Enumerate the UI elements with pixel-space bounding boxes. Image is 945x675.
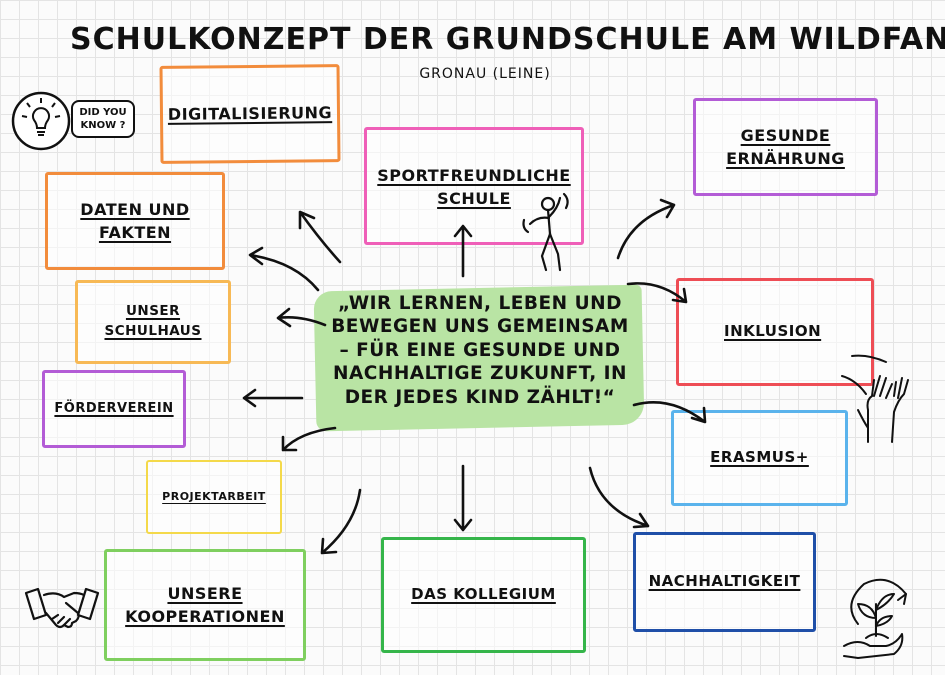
lightbulb-icon [11, 91, 71, 151]
topic-erasmus[interactable]: Erasmus+ [671, 410, 848, 506]
did-you-know-line2: know ? [80, 120, 126, 131]
center-line2: bewegen uns gemeinsam [331, 316, 629, 338]
arrow-to-nachhaltigkeit [588, 466, 650, 529]
topic-gesunde-ernaehrung[interactable]: Gesunde Ernährung [693, 98, 878, 196]
center-line3: – für eine gesunde und [339, 339, 621, 361]
topic-sport-line2: Schule [437, 189, 511, 209]
topic-projektarbeit[interactable]: Projektarbeit [146, 460, 282, 534]
topic-nachhaltigkeit-label: Nachhaltigkeit [648, 572, 801, 591]
topic-nachhaltigkeit[interactable]: Nachhaltigkeit [633, 532, 816, 632]
topic-inklusion-label: Inklusion [724, 322, 822, 341]
arrow-to-kooperationen [320, 488, 362, 555]
center-line1: „Wir lernen, leben und [338, 293, 622, 314]
topic-schulhaus-line2: Schulhaus [104, 323, 202, 339]
center-statement: „Wir lernen, leben und bewegen uns gemei… [330, 292, 630, 409]
topic-kooperationen-line1: Unsere [167, 583, 243, 603]
topic-unser-schulhaus[interactable]: Unser Schulhaus [75, 280, 231, 364]
did-you-know-line1: Did you [79, 107, 127, 118]
center-line5: der jedes Kind zählt!“ [344, 386, 616, 408]
arrow-to-ernaehrung [616, 198, 676, 260]
did-you-know-badge: Did you know ? [71, 100, 135, 138]
arrow-to-digitalisierung [298, 210, 342, 264]
topic-daten-line1: Daten und [80, 199, 190, 219]
topic-unsere-kooperationen[interactable]: Unsere Kooperationen [104, 549, 306, 661]
topic-kollegium-label: Das Kollegium [411, 585, 556, 604]
topic-foerderverein-label: Förderverein [54, 400, 174, 416]
arrow-to-daten [248, 246, 320, 292]
topic-ernaehrung-line1: Gesunde [740, 125, 831, 145]
topic-kooperationen-line2: Kooperationen [125, 607, 285, 626]
topic-daten-und-fakten[interactable]: Daten und Fakten [45, 172, 225, 270]
topic-sportfreundliche-schule[interactable]: Sportfreundliche Schule [364, 127, 584, 245]
topic-erasmus-label: Erasmus+ [710, 448, 809, 467]
topic-sport-line1: Sportfreundliche [377, 166, 571, 185]
arrow-to-sport [453, 224, 473, 278]
topic-projektarbeit-label: Projektarbeit [162, 490, 266, 504]
topic-das-kollegium[interactable]: Das Kollegium [381, 537, 586, 653]
topic-foerderverein[interactable]: Förderverein [42, 370, 186, 448]
topic-inklusion[interactable]: Inklusion [676, 278, 874, 386]
center-line4: nachhaltige Zukunft, in [332, 363, 628, 385]
topic-schulhaus-line1: Unser [125, 303, 181, 320]
arrow-to-projektarbeit [281, 426, 337, 452]
arrow-to-foerderverein [242, 388, 304, 408]
arrow-to-erasmus [632, 401, 707, 424]
page-title: Schulkonzept der Grundschule am Wildfang [70, 22, 945, 57]
arrow-to-schulhaus [276, 307, 327, 328]
page-subtitle: Gronau (Leine) [419, 66, 551, 82]
plant-hand-icon [843, 578, 907, 659]
helping-hands-icon [841, 354, 909, 443]
topic-daten-line2: Fakten [98, 223, 172, 242]
arrow-to-inklusion [626, 282, 688, 304]
sport-figure-icon [522, 192, 569, 272]
arrow-to-kollegium [453, 464, 473, 532]
topic-ernaehrung-line2: Ernährung [726, 149, 845, 168]
handshake-icon [24, 587, 100, 629]
